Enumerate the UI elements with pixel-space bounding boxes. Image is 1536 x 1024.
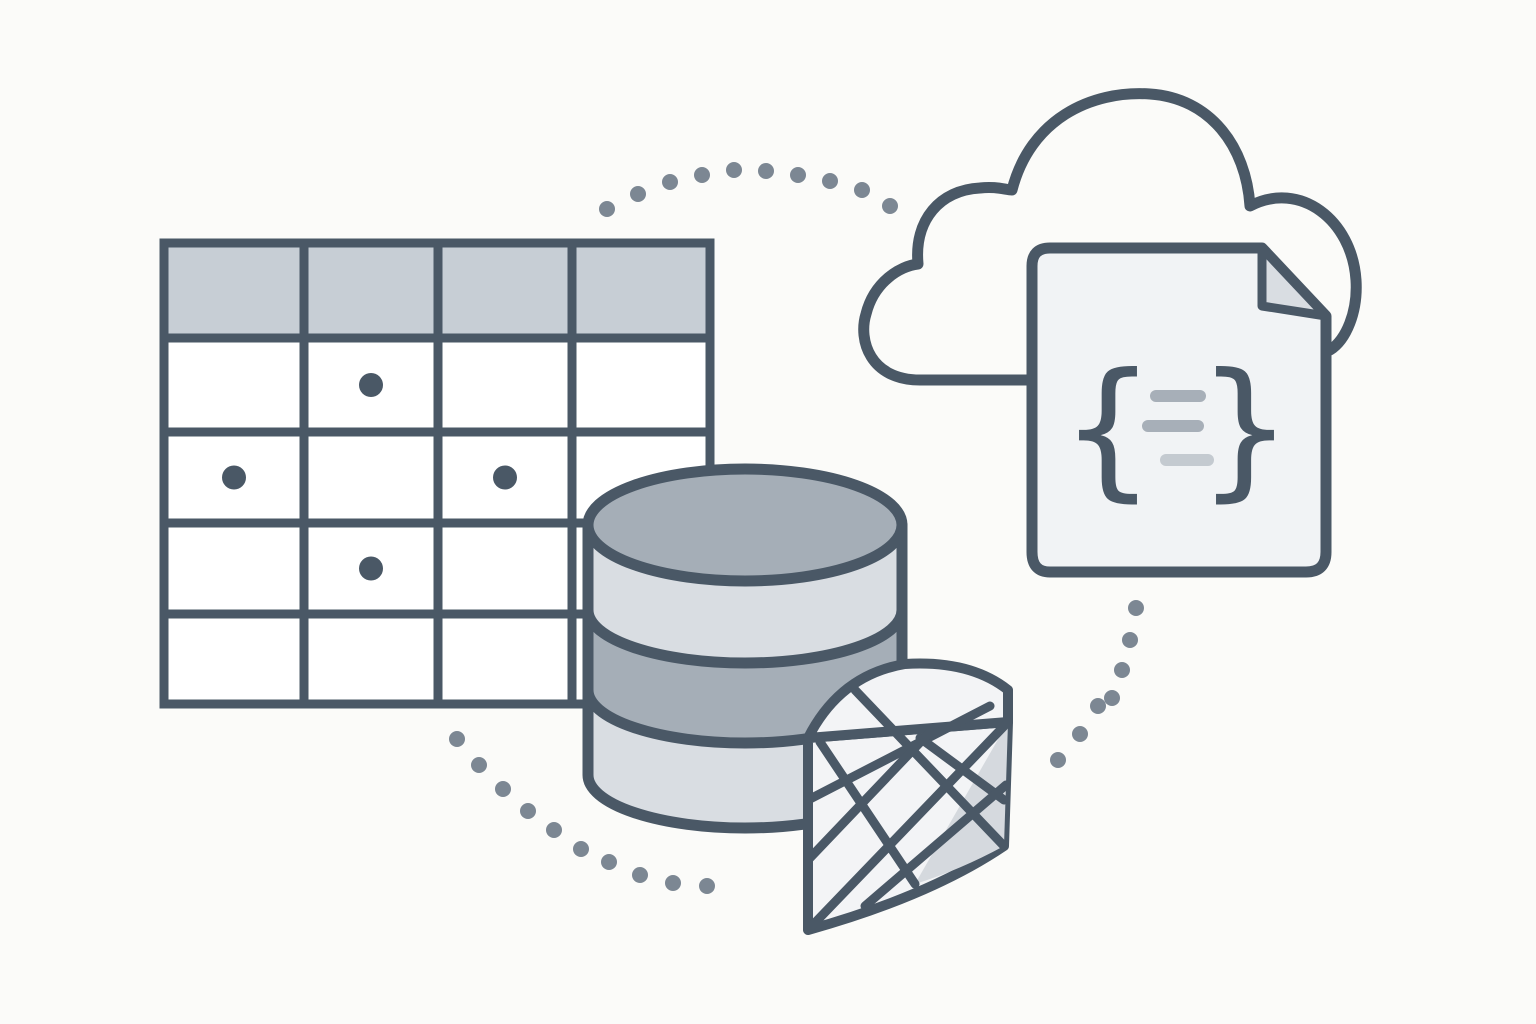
json-content-line — [1150, 390, 1206, 402]
bucket-mesh-lines — [803, 685, 1013, 935]
table-cell-markers — [222, 373, 517, 581]
json-content-line — [1142, 420, 1204, 432]
connector-dot — [520, 803, 536, 819]
document-sheet — [1026, 242, 1332, 578]
connector-dot — [449, 731, 465, 747]
connector-dot — [1122, 632, 1138, 648]
connector-dot — [601, 854, 617, 870]
connector-dot — [790, 167, 806, 183]
connector-dot — [1072, 726, 1088, 742]
connector-dot — [1050, 752, 1066, 768]
connector-dot — [599, 201, 615, 217]
connector-dot — [822, 173, 838, 189]
database-top — [582, 463, 908, 587]
connector-dot — [1128, 600, 1144, 616]
connector-dot — [854, 182, 870, 198]
connector-dot — [726, 162, 742, 178]
mesh-bucket-icon — [803, 658, 1013, 935]
connector-dot — [632, 867, 648, 883]
json-open-brace: { — [1063, 342, 1153, 516]
connector-dot — [471, 757, 487, 773]
table-header-cell — [572, 243, 710, 338]
table-cell-dot — [359, 556, 383, 581]
document-folded-corner — [1257, 243, 1331, 321]
json-document-icon: { } — [1026, 242, 1332, 578]
connector-dot — [665, 875, 681, 891]
connector-dot — [1090, 698, 1106, 714]
connector-dot — [546, 822, 562, 838]
dotted-connector-icon — [449, 162, 1144, 894]
connector-dot — [630, 186, 646, 202]
json-close-brace: } — [1200, 342, 1290, 516]
connector-dot — [699, 878, 715, 894]
json-content-line — [1160, 454, 1214, 466]
table-header-cell — [438, 243, 572, 338]
table-header-row — [164, 243, 710, 338]
connector-dot — [495, 781, 511, 797]
table-header-cell — [164, 243, 304, 338]
connector-dot — [1114, 662, 1130, 678]
connector-dot — [882, 198, 898, 214]
table-cell-dot — [493, 465, 517, 490]
table-header-cell — [304, 243, 438, 338]
table-cell-dot — [222, 465, 246, 490]
json-content-lines — [1142, 390, 1214, 466]
connector-dot — [1104, 690, 1120, 706]
table-cell-dot — [359, 373, 383, 397]
connector-dot — [573, 841, 589, 857]
connector-dot — [694, 167, 710, 183]
connector-dot — [758, 163, 774, 179]
connector-dot — [662, 174, 678, 190]
